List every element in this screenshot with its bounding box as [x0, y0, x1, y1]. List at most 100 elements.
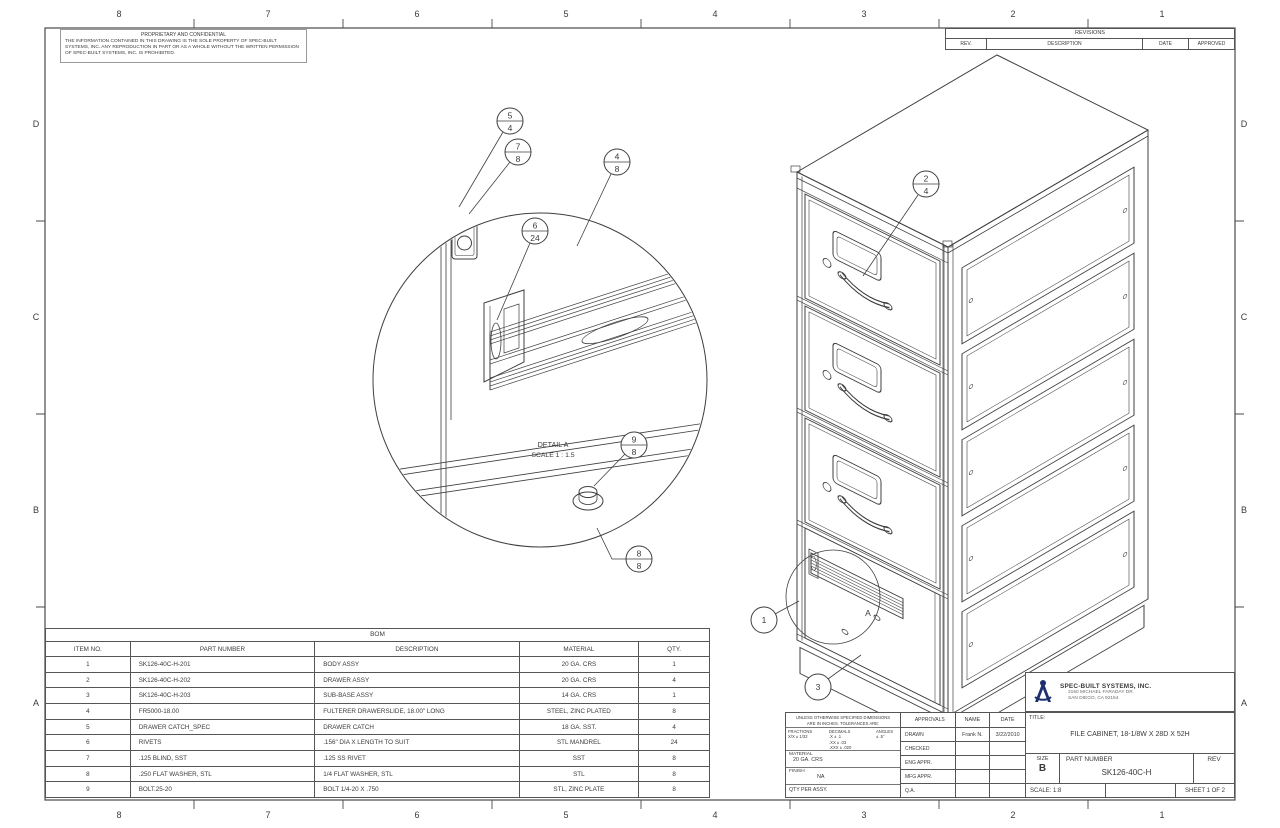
- cabinet-top-face: [795, 54, 1150, 248]
- size-value: B: [1038, 763, 1047, 774]
- company-logo-icon: [1026, 678, 1060, 706]
- svg-text:6: 6: [533, 221, 538, 231]
- side-panel-3: [961, 338, 1135, 517]
- zone-label-bottom-6: 6: [414, 810, 419, 820]
- drawer-handle-1: [837, 271, 893, 311]
- part-number-cell: PART NUMBER SK126-40C-H: [1060, 754, 1194, 783]
- revisions-table: REVISIONS REV. DESCRIPTION DATE APPROVED: [945, 28, 1235, 50]
- bay-screw-1: [873, 614, 881, 621]
- drawer-handle-3: [837, 495, 893, 535]
- title-block-approvals: APPROVALS NAME DATE DRAWN Frank N. 3/22/…: [901, 713, 1026, 797]
- tolerance-note: UNLESS OTHERWISE SPECIFIED DIMENSIONS AR…: [786, 713, 900, 728]
- zone-label-bottom-8: 8: [116, 810, 121, 820]
- material-value: 20 GA. CRS: [793, 757, 823, 763]
- side-panel-1: [961, 166, 1135, 345]
- bom-row-3: 3 SK126-40C-H-203 SUB-BASE ASSY 14 GA. C…: [46, 688, 709, 705]
- cabinet-front-face: [796, 171, 949, 747]
- approvals-header: APPROVALS NAME DATE: [901, 713, 1025, 728]
- side-panel-2: [961, 252, 1135, 431]
- zone-label-top-5: 5: [563, 9, 568, 19]
- scale-cell: SCALE: 1:8: [1026, 784, 1106, 797]
- bom-row-7: 7 .125 BLIND, SST .125 SS RIVET SST 8: [46, 751, 709, 767]
- svg-text:1: 1: [762, 615, 767, 625]
- svg-text:2: 2: [924, 174, 929, 184]
- detail-drawer-catch: [451, 214, 478, 260]
- company-box: SPEC-BUILT SYSTEMS, INC. 2150 MICHAEL FA…: [1025, 672, 1235, 712]
- svg-text:8: 8: [637, 561, 642, 571]
- zone-label-top-8: 8: [116, 9, 121, 19]
- detail-view: DETAIL A SCALE 1 : 1.5: [372, 212, 708, 548]
- bom-title: BOM: [46, 629, 709, 642]
- svg-text:9: 9: [632, 435, 637, 445]
- bom-row-6: 6 RIVETS .156" DIA X LENGTH TO SUIT STL …: [46, 735, 709, 752]
- zone-label-top-3: 3: [861, 9, 866, 19]
- detail-source-label: A: [865, 608, 871, 618]
- revisions-title: REVISIONS: [946, 29, 1234, 39]
- svg-text:5: 5: [508, 111, 513, 121]
- detail-sill-lines: [374, 422, 706, 504]
- drawer-lock-2: [822, 369, 832, 380]
- approval-row-qa: Q.A.: [901, 784, 1025, 797]
- balloon-9-8: 9 8: [593, 431, 648, 487]
- drawer-front-2: [804, 305, 941, 478]
- zone-label-top-7: 7: [265, 9, 270, 19]
- weight-cell: [1106, 784, 1176, 797]
- sheet-cell: SHEET 1 OF 2: [1185, 787, 1225, 794]
- drawing-title: FILE CABINET, 18-1/8W X 28D X 52H: [1070, 731, 1190, 738]
- svg-text:7: 7: [516, 142, 521, 152]
- detail-slide-front-bracket: [483, 289, 525, 383]
- zone-label-bottom-4: 4: [712, 810, 717, 820]
- balloon-2-4: 2 4: [862, 170, 940, 277]
- proprietary-title: PROPRIETARY AND CONFIDENTIAL: [140, 32, 227, 38]
- bom-row-8: 8 .250 FLAT WASHER, STL 1/4 FLAT WASHER,…: [46, 766, 709, 783]
- title-block: UNLESS OTHERWISE SPECIFIED DIMENSIONS AR…: [785, 712, 1235, 798]
- zone-label-top-4: 4: [712, 9, 717, 19]
- cabinet-view: A: [785, 54, 1150, 747]
- bom-col-qty: QTY.: [667, 645, 682, 653]
- balloon-4-8: 4 8: [576, 148, 631, 247]
- bom-col-material: MATERIAL: [520, 642, 640, 656]
- title-cell: TITLE: FILE CABINET, 18-1/8W X 28D X 52H: [1026, 713, 1234, 754]
- balloon-8-8: 8 8: [596, 527, 653, 573]
- approval-row-mfg-appr: MFG APPR.: [901, 770, 1025, 784]
- approval-row-drawn: DRAWN Frank N. 3/22/2010: [901, 728, 1025, 742]
- revisions-col-description: DESCRIPTION: [987, 39, 1143, 49]
- zone-label-left-b: B: [33, 505, 39, 515]
- bom-col-part: PART NUMBER: [131, 642, 316, 656]
- balloon-5-4: 5 4: [458, 107, 524, 208]
- svg-text:4: 4: [508, 123, 513, 133]
- proprietary-notice: PROPRIETARY AND CONFIDENTIAL THE INFORMA…: [60, 29, 307, 63]
- zone-label-top-2: 2: [1010, 9, 1015, 19]
- zone-label-bottom-5: 5: [563, 810, 568, 820]
- zone-label-right-a: A: [1241, 698, 1247, 708]
- drawn-name: Frank N.: [956, 728, 991, 741]
- detail-drawer-slide: [489, 260, 706, 391]
- part-number-value: SK126-40C-H: [1101, 768, 1152, 777]
- bom-col-desc: DESCRIPTION: [315, 642, 520, 656]
- detail-view-circle: [372, 212, 708, 548]
- open-drawer-bay: [804, 527, 941, 706]
- bom-col-item: ITEM NO.: [46, 642, 131, 656]
- zone-label-top-1: 1: [1159, 9, 1164, 19]
- svg-text:8: 8: [615, 164, 620, 174]
- side-panel-5: [961, 510, 1135, 689]
- svg-text:3: 3: [816, 682, 821, 692]
- svg-text:8: 8: [516, 154, 521, 164]
- finish-value: NA: [817, 774, 825, 780]
- proprietary-body: THE INFORMATION CONTAINED IN THIS DRAWIN…: [65, 38, 300, 56]
- detail-source-circle: [785, 549, 881, 645]
- title-block-main: TITLE: FILE CABINET, 18-1/8W X 28D X 52H…: [1026, 713, 1234, 797]
- svg-text:8: 8: [637, 549, 642, 559]
- zone-label-left-c: C: [33, 312, 40, 322]
- drawer-lock-3: [822, 481, 832, 492]
- bom-row-2: 2 SK126-40C-H-202 DRAWER ASSY 20 GA. CRS…: [46, 672, 709, 689]
- side-panel-4: [961, 424, 1135, 603]
- zone-label-left-d: D: [33, 119, 40, 129]
- zone-label-right-c: C: [1241, 312, 1248, 322]
- svg-text:24: 24: [530, 233, 540, 243]
- zone-label-right-b: B: [1241, 505, 1247, 515]
- drawer-lock-1: [822, 257, 832, 268]
- zone-label-bottom-7: 7: [265, 810, 270, 820]
- bom-row-5: 5 DRAWER CATCH_SPEC DRAWER CATCH 18 GA. …: [46, 719, 709, 736]
